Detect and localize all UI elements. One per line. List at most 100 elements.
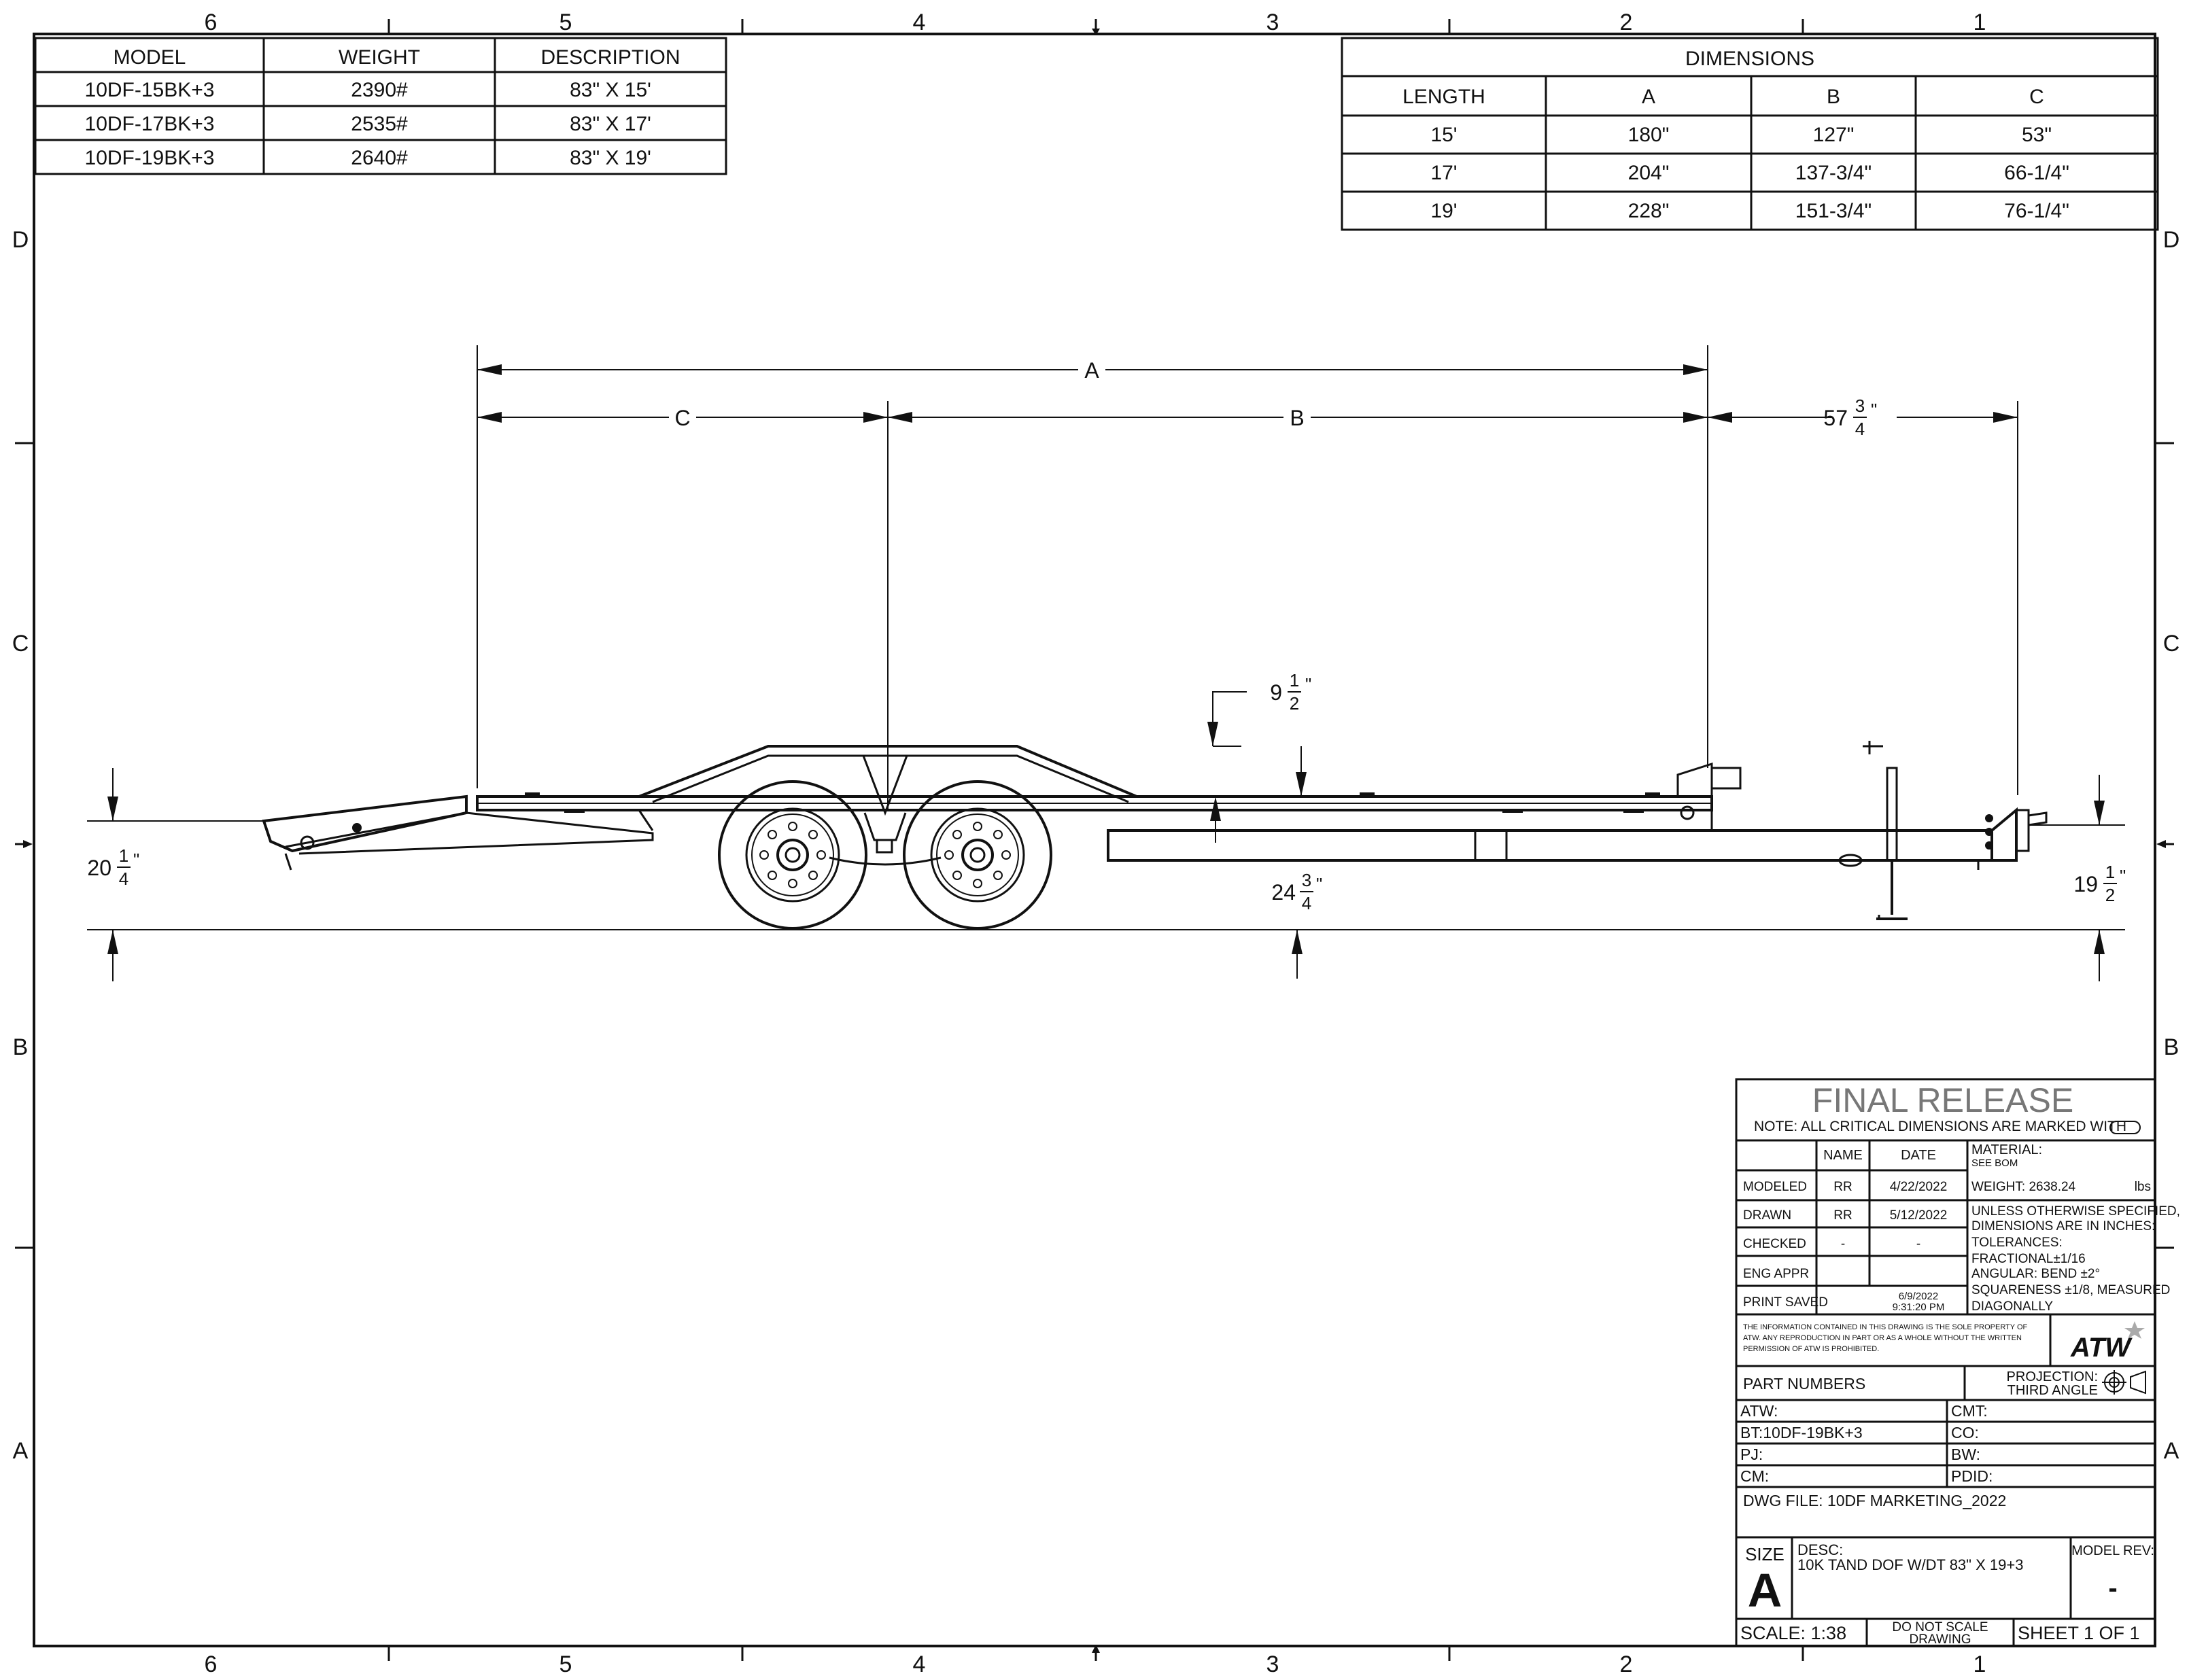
weight-cell: 2640#	[351, 147, 408, 169]
dwg-file: DWG FILE: 10DF MARKETING_2022	[1743, 1492, 2006, 1509]
co-code: CO:	[1951, 1424, 1979, 1441]
dim-a-label: A	[1084, 358, 1099, 383]
length-cell: 17'	[1430, 162, 1457, 184]
a-cell: 180"	[1628, 124, 1670, 146]
zone-col-5-top: 5	[559, 10, 572, 35]
print-saved-label: PRINT SAVED	[1743, 1295, 1828, 1310]
pdid-code: PDID:	[1951, 1467, 1993, 1485]
description-cell: 83" X 17'	[570, 113, 651, 135]
zone-row-c-left: C	[12, 631, 29, 657]
proprietary-line: THE INFORMATION CONTAINED IN THIS DRAWIN…	[1743, 1323, 2028, 1331]
spec-line: TOLERANCES:	[1971, 1236, 2063, 1250]
description-cell: 83" X 19'	[570, 147, 651, 169]
a-cell: 204"	[1628, 162, 1670, 184]
star-icon	[2124, 1321, 2145, 1339]
zone-col-4-bottom: 4	[913, 1651, 926, 1677]
modeled-date: 4/22/2022	[1890, 1180, 1948, 1194]
dimensions-title: DIMENSIONS	[1685, 48, 1814, 70]
zone-col-1-bottom: 1	[1973, 1651, 1986, 1677]
size-value: A	[1748, 1564, 1782, 1617]
dimension-lines: A C B 57 3 4 " 9 1	[87, 345, 2126, 981]
dim-coupler-height-unit: "	[2120, 866, 2126, 886]
zone-row-a-left: A	[13, 1438, 29, 1464]
projection-label: PROJECTION:	[2007, 1369, 2098, 1384]
sheet-number: SHEET 1 OF 1	[2018, 1623, 2140, 1643]
dim-deck-height-whole: 24	[1271, 880, 1296, 905]
zone-row-d-right: D	[2163, 227, 2180, 253]
sheet-border: 6 5 4 3 2 1 6 5 4 3 2 1 D C B A D C B A	[12, 10, 2180, 1677]
size-label: SIZE	[1745, 1544, 1785, 1564]
spec-line: ANGULAR: BEND ±2°	[1971, 1267, 2100, 1281]
do-not-scale: DRAWING	[1909, 1632, 1971, 1647]
model-rev-value: -	[2108, 1573, 2117, 1603]
modeled-label: MODELED	[1743, 1180, 1807, 1194]
description-cell: 83" X 15'	[570, 79, 651, 101]
dim-deck-rise-den: 2	[1290, 693, 1299, 714]
bw-code: BW:	[1951, 1446, 1980, 1463]
weight-cell: 2535#	[351, 113, 408, 135]
atw-code: ATW:	[1740, 1402, 1778, 1420]
model-cell: 10DF-19BK+3	[85, 147, 215, 169]
drawn-date: 5/12/2022	[1890, 1208, 1948, 1223]
dim-deck-height-num: 3	[1302, 870, 1311, 890]
scale: SCALE: 1:38	[1740, 1623, 1846, 1643]
zone-col-1-top: 1	[1973, 10, 1986, 35]
material-value: SEE BOM	[1971, 1157, 2018, 1169]
bt-code: BT:10DF-19BK+3	[1740, 1424, 1863, 1441]
dim-coupler-height-num: 1	[2105, 862, 2115, 882]
dim-b-label: B	[1290, 406, 1304, 430]
proprietary-line: ATW. ANY REPRODUCTION IN PART OR AS A WH…	[1743, 1334, 2022, 1342]
zone-row-b-left: B	[13, 1034, 29, 1060]
proprietary-line: PERMISSION OF ATW IS PROHIBITED.	[1743, 1345, 1879, 1353]
wheel-front	[903, 780, 1052, 930]
spec-line: UNLESS OTHERWISE SPECIFIED,	[1971, 1204, 2180, 1219]
zone-col-5-bottom: 5	[559, 1651, 572, 1677]
zone-col-4-top: 4	[913, 10, 926, 35]
a-header: A	[1642, 86, 1655, 108]
release-status: FINAL RELEASE	[1812, 1081, 2073, 1119]
zone-row-a-right: A	[2164, 1438, 2179, 1464]
dim-c-label: C	[674, 406, 690, 430]
zone-col-6-top: 6	[205, 10, 218, 35]
model-cell: 10DF-17BK+3	[85, 113, 215, 135]
material-label: MATERIAL:	[1971, 1142, 2042, 1157]
zone-row-d-left: D	[12, 227, 29, 253]
dim-front-height-num: 1	[119, 845, 128, 866]
eng-appr-label: ENG APPR	[1743, 1267, 1809, 1281]
dim-coupler-height-whole: 19	[2073, 872, 2098, 896]
spec-line: DIAGONALLY	[1971, 1299, 2053, 1314]
weight-value: WEIGHT: 2638.24	[1971, 1180, 2076, 1194]
third-angle-projection-icon	[2102, 1370, 2146, 1395]
dim-tongue-den: 4	[1855, 419, 1865, 439]
print-saved-date: 6/9/2022	[1899, 1291, 1938, 1302]
print-saved-time: 9:31:20 PM	[1893, 1301, 1945, 1313]
dim-tongue-whole: 57	[1823, 406, 1848, 430]
wheel-rear	[718, 780, 867, 930]
drawn-name: RR	[1833, 1208, 1852, 1223]
zone-col-2-top: 2	[1620, 10, 1633, 35]
b-cell: 127"	[1813, 124, 1855, 146]
dim-coupler-height-den: 2	[2105, 885, 2115, 905]
spec-line: FRACTIONAL±1/16	[1971, 1252, 2086, 1266]
dim-tongue-num: 3	[1855, 396, 1865, 416]
dim-deck-rise-num: 1	[1290, 670, 1299, 690]
dim-tongue-length: 57 3 4 "	[1823, 396, 1877, 439]
col-name-header: NAME	[1823, 1148, 1863, 1163]
b-cell: 151-3/4"	[1795, 200, 1872, 222]
dim-coupler-height: 19 1 2 "	[2073, 862, 2126, 905]
weight-header: WEIGHT	[339, 46, 420, 69]
model-cell: 10DF-15BK+3	[85, 79, 215, 101]
zone-col-3-top: 3	[1266, 10, 1279, 35]
zone-row-c-right: C	[2163, 631, 2180, 657]
dim-deck-rise-unit: "	[1305, 674, 1311, 695]
dim-deck-height: 24 3 4 "	[1271, 870, 1322, 913]
length-header: LENGTH	[1402, 86, 1485, 108]
model-table: MODEL WEIGHT DESCRIPTION 10DF-15BK+3 239…	[34, 37, 727, 175]
dim-deck-rise: 9 1 2 "	[1270, 670, 1311, 714]
spec-line: DIMENSIONS ARE IN INCHES:	[1971, 1219, 2155, 1233]
dim-deck-rise-whole: 9	[1270, 680, 1282, 705]
c-header: C	[2029, 86, 2044, 108]
title-block: FINAL RELEASE NOTE: ALL CRITICAL DIMENSI…	[1735, 1078, 2180, 1647]
weight-cell: 2390#	[351, 79, 408, 101]
